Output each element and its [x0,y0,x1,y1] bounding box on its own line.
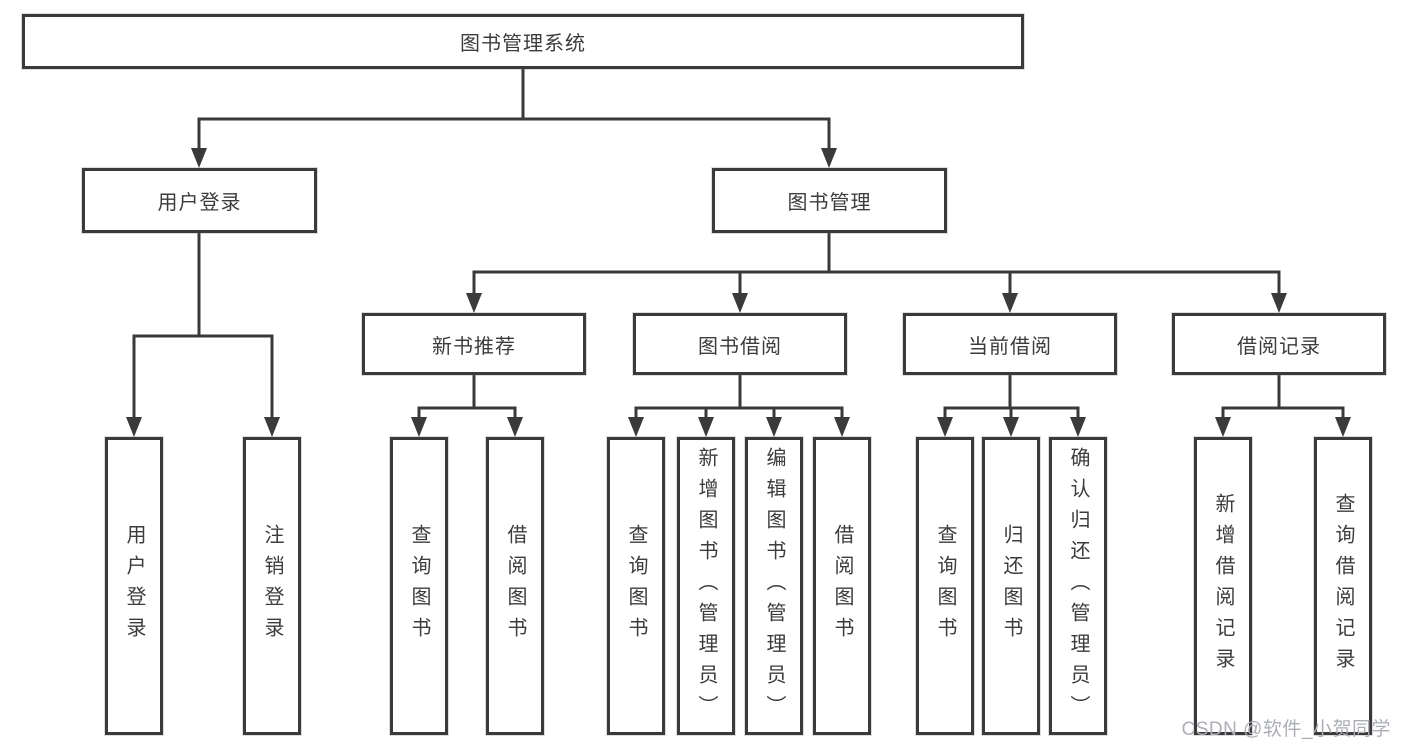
node-root-label: 图书管理系统 [460,33,586,55]
leaf-logout: 注销登录 [243,437,301,735]
leaf-bb-edit-books-admin-label: 编辑图书（管理员） [763,446,785,726]
leaf-bb-borrow-books: 借阅图书 [813,437,871,735]
leaf-user-login-label: 用户登录 [123,524,145,648]
leaf-bb-add-books-admin: 新增图书（管理员） [677,437,735,735]
arrowhead-icon [264,417,280,437]
arrowhead-icon [191,148,207,168]
arrowhead-icon [628,417,644,437]
arrowhead-icon [1271,293,1287,313]
arrowhead-icon [1335,417,1351,437]
arrowhead-icon [466,293,482,313]
leaf-logout-label: 注销登录 [261,524,283,648]
csdn-watermark: CSDN @软件_小贺同学 [1181,719,1391,740]
node-new-book-recommend: 新书推荐 [362,313,586,375]
leaf-bb-query-books: 查询图书 [607,437,665,735]
leaf-rec-borrow-books-label: 借阅图书 [504,524,526,648]
node-root-system: 图书管理系统 [22,14,1024,69]
arrowhead-icon [732,293,748,313]
leaf-bb-add-books-admin-label: 新增图书（管理员） [695,446,717,726]
leaf-cb-return-books-label: 归还图书 [1000,524,1022,648]
node-current-borrowing: 当前借阅 [903,313,1117,375]
arrowhead-icon [937,417,953,437]
node-current-borrowing-label: 当前借阅 [968,335,1052,358]
leaf-cb-query-books: 查询图书 [916,437,974,735]
node-user-login-group-label: 用户登录 [157,192,242,214]
leaf-br-query-record: 查询借阅记录 [1314,437,1372,735]
leaf-rec-query-books: 查询图书 [390,437,448,735]
arrowhead-icon [411,417,427,437]
node-book-management-label: 图书管理 [787,192,872,214]
leaf-bb-edit-books-admin: 编辑图书（管理员） [745,437,803,735]
leaf-user-login: 用户登录 [105,437,163,735]
node-borrow-records-label: 借阅记录 [1237,335,1321,358]
arrowhead-icon [1002,293,1018,313]
leaf-rec-borrow-books: 借阅图书 [486,437,544,735]
leaf-br-add-record: 新增借阅记录 [1194,437,1252,735]
arrowhead-icon [698,417,714,437]
node-book-borrowing: 图书借阅 [633,313,847,375]
leaf-rec-query-books-label: 查询图书 [408,524,430,648]
arrowhead-icon [834,417,850,437]
leaf-cb-query-books-label: 查询图书 [934,524,956,648]
arrowhead-icon [821,148,837,168]
leaf-bb-borrow-books-label: 借阅图书 [831,524,853,648]
arrowhead-icon [1215,417,1231,437]
arrowhead-icon [1003,417,1019,437]
leaf-bb-query-books-label: 查询图书 [625,524,647,648]
arrowhead-icon [1070,417,1086,437]
node-book-management: 图书管理 [712,168,947,233]
leaf-br-query-record-label: 查询借阅记录 [1332,493,1354,679]
arrowhead-icon [126,417,142,437]
node-book-borrowing-label: 图书借阅 [698,335,782,358]
node-borrow-records: 借阅记录 [1172,313,1386,375]
node-new-book-recommend-label: 新书推荐 [432,335,516,358]
arrowhead-icon [766,417,782,437]
leaf-cb-confirm-return-admin-label: 确认归还（管理员） [1067,446,1089,726]
leaf-cb-return-books: 归还图书 [982,437,1040,735]
leaf-br-add-record-label: 新增借阅记录 [1212,493,1234,679]
leaf-cb-confirm-return-admin: 确认归还（管理员） [1049,437,1107,735]
arrowhead-icon [507,417,523,437]
node-user-login-group: 用户登录 [82,168,317,233]
